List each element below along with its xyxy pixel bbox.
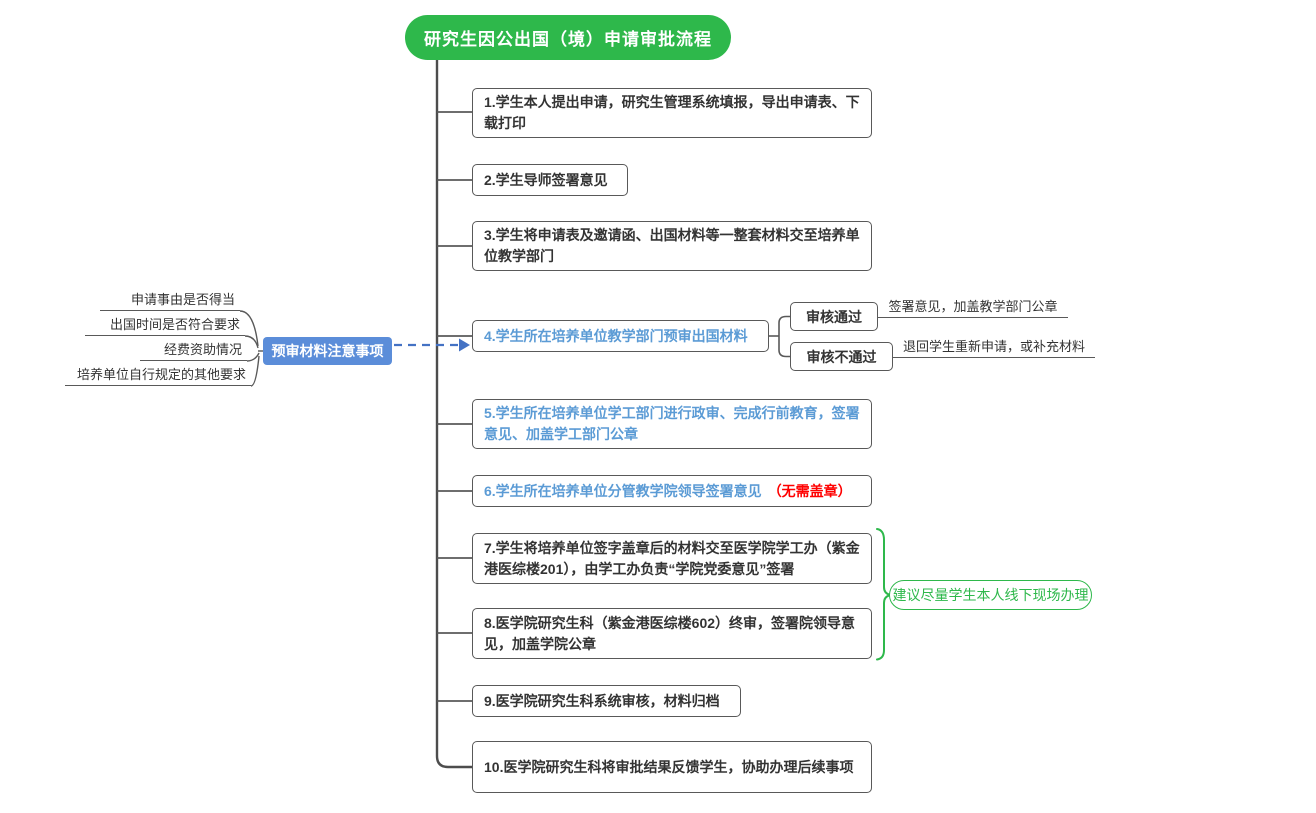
step-label: 5.学生所在培养单位学工部门进行政审、完成行前教育，签署意见、加盖学工部门公章 (484, 405, 860, 442)
step-node-5[interactable]: 5.学生所在培养单位学工部门进行政审、完成行前教育，签署意见、加盖学工部门公章 (472, 399, 872, 449)
step-node-7[interactable]: 7.学生将培养单位签字盖章后的材料交至医学院学工办（紫金港医综楼201），由学工… (472, 533, 872, 584)
precheck-node[interactable]: 预审材料注意事项 (263, 337, 392, 365)
precheck-arrowhead (459, 338, 470, 352)
step-node-4[interactable]: 4.学生所在培养单位教学部门预审出国材料 (472, 320, 769, 352)
step-node-2[interactable]: 2.学生导师签署意见 (472, 164, 628, 196)
brace-note[interactable]: 建议尽量学生本人线下现场办理 (889, 580, 1092, 610)
precheck-item[interactable]: 培养单位自行规定的其他要求 (65, 365, 251, 386)
step-node-9[interactable]: 9.医学院研究生科系统审核，材料归档 (472, 685, 741, 717)
approve-note[interactable]: 签署意见，加盖教学部门公章 (878, 297, 1068, 318)
step-label-suffix: （无需盖章） (767, 482, 852, 499)
step-label: 9.医学院研究生科系统审核，材料归档 (484, 692, 720, 709)
reject-node[interactable]: 审核不通过 (790, 342, 893, 371)
step-label: 7.学生将培养单位签字盖章后的材料交至医学院学工办（紫金港医综楼201），由学工… (484, 539, 860, 577)
precheck-arrow (394, 338, 470, 352)
precheck-item[interactable]: 出国时间是否符合要求 (85, 315, 245, 336)
step-node-3[interactable]: 3.学生将申请表及邀请函、出国材料等一整套材料交至培养单位教学部门 (472, 221, 872, 271)
step-label: 2.学生导师签署意见 (484, 171, 608, 188)
root-node-title[interactable]: 研究生因公出国（境）申请审批流程 (405, 15, 731, 60)
review-split-lines (769, 315, 790, 358)
step-label: 1.学生本人提出申请，研究生管理系统填报，导出申请表、下载打印 (484, 94, 860, 131)
step-label: 4.学生所在培养单位教学部门预审出国材料 (484, 327, 748, 344)
step-node-6[interactable]: 6.学生所在培养单位分管教学院领导签署意见 （无需盖章） (472, 475, 872, 507)
trunk-line (435, 60, 472, 769)
precheck-fan-lines (239, 310, 263, 387)
step-label: 6.学生所在培养单位分管教学院领导签署意见 (484, 482, 762, 499)
branch-lines (437, 111, 472, 702)
precheck-item[interactable]: 申请事由是否得当 (100, 290, 240, 311)
step-label: 10.医学院研究生科将审批结果反馈学生，协助办理后续事项 (484, 758, 854, 775)
precheck-item[interactable]: 经费资助情况 (140, 340, 247, 361)
step-node-1[interactable]: 1.学生本人提出申请，研究生管理系统填报，导出申请表、下载打印 (472, 88, 872, 138)
step-node-10[interactable]: 10.医学院研究生科将审批结果反馈学生，协助办理后续事项 (472, 741, 872, 793)
step-node-8[interactable]: 8.医学院研究生科（紫金港医综楼602）终审，签署院领导意见，加盖学院公章 (472, 608, 872, 659)
approve-node[interactable]: 审核通过 (790, 302, 878, 331)
step-label: 8.医学院研究生科（紫金港医综楼602）终审，签署院领导意见，加盖学院公章 (484, 614, 856, 652)
reject-note[interactable]: 退回学生重新申请，或补充材料 (893, 337, 1095, 358)
step-label: 3.学生将申请表及邀请函、出国材料等一整套材料交至培养单位教学部门 (484, 227, 860, 264)
